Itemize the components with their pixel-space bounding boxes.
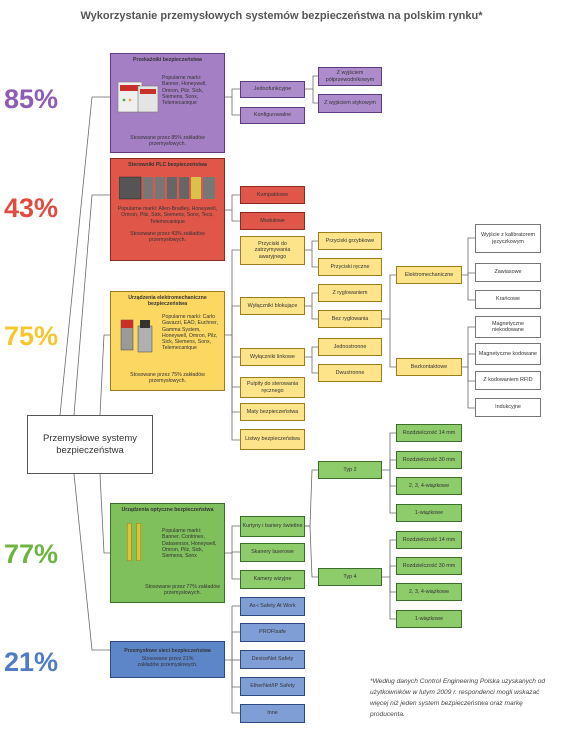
category-title: Sterowniki PLC bezpieczeństwa [128, 162, 207, 168]
node-wylaczniki-blokujace: Wyłączniki blokujące [240, 297, 305, 315]
percentage-electromechanical: 75% [4, 321, 59, 351]
node-magnetyczne-niekodowane: Magnetyczne niekodowane [475, 316, 541, 338]
node-typ4-234-wiazkowe: 2, 3, 4-wiązkowe [396, 583, 462, 601]
category-safety-plc: Sterowniki PLC bezpieczeństwa Popularne … [110, 158, 225, 261]
node-kurtyny: Kurtyny i bariery świetlne [240, 516, 305, 537]
node-przyciski-grzybkowe: Przyciski grzybkowe [318, 232, 382, 250]
category-title: Urządzenia elektromechaniczne bezpieczeń… [128, 295, 207, 308]
node-wyjscie-stykowe: Z wyjściem stykowym [318, 94, 382, 113]
category-usage: Stosowane przez 77% zakładów przemysłowy… [145, 584, 220, 597]
category-brands: Popularne marki: Carlo Gavazzi, EAO, Euc… [162, 314, 218, 352]
safety-relay-image [117, 81, 159, 113]
light-curtain-image [127, 523, 141, 561]
category-usage: Stosowane przez 21% zakładów przemysłowy… [137, 656, 198, 669]
category-optical: Urządzenia optyczne bezpieczeństwa Popul… [110, 503, 225, 603]
node-typ2-1-wiazkowe: 1-wiązkowe [396, 504, 462, 522]
category-usage: Stosowane przez 75% zakładów przemysłowy… [130, 372, 205, 385]
chart-title: Wykorzystanie przemysłowych systemów bez… [80, 10, 483, 22]
category-usage: Stosowane przez 43% zakładów przemysłowy… [130, 231, 205, 244]
node-inne: Inne [240, 704, 305, 723]
node-asi-safety: As-i Safety At Work [240, 597, 305, 616]
node-zawiasowe: Zawiasowe [475, 263, 541, 282]
node-jednofunkcyjne: Jednofunkcyjne [240, 81, 305, 98]
node-bez-ryglowania: Bez ryglowania [318, 310, 382, 328]
node-wyjscie-z-kalibratorem: Wyjście z kalibratorem języczkowym [475, 224, 541, 253]
node-profisafe: PROFIsafe [240, 623, 305, 642]
category-brands: Popularne marki: Banner, Contrinex, Data… [162, 528, 217, 560]
node-maty: Maty bezpieczeństwa [240, 403, 305, 421]
node-typ4-rozdzielczosc-30: Rozdzielczość 30 mm [396, 557, 462, 575]
node-z-ryglowaniem: Z ryglowaniem [318, 284, 382, 302]
category-title: Przekaźniki bezpieczeństwa [133, 57, 202, 63]
category-safety-relays: Przekaźniki bezpieczeństwa Popularne mar… [110, 53, 225, 153]
node-typ2-rozdzielczosc-30: Rozdzielczość 30 mm [396, 451, 462, 469]
node-rfid: Z kodowaniem RFID [475, 371, 541, 390]
node-typ2-rozdzielczosc-14: Rozdzielczość 14 mm [396, 424, 462, 442]
node-dwustronne: Dwustronne [318, 364, 382, 382]
root-node: Przemysłowe systemy bezpieczeństwa [27, 415, 153, 474]
node-indukcyjne: Indukcyjne [475, 398, 541, 417]
node-jednostronne: Jednostronne [318, 338, 382, 356]
category-electromechanical: Urządzenia elektromechaniczne bezpieczeń… [110, 291, 225, 391]
node-typ4-rozdzielczosc-14: Rozdzielczość 14 mm [396, 531, 462, 549]
percentage-networks: 21% [4, 647, 59, 677]
percentage-relays: 85% [4, 84, 59, 114]
node-kamery: Kamery wizyjne [240, 570, 305, 589]
node-typ2-234-wiazkowe: 2, 3, 4-wiązkowe [396, 477, 462, 495]
footnote: *Według danych Control Engineering Polsk… [370, 678, 546, 718]
node-typ2: Typ 2 [318, 461, 382, 479]
node-modulowe: Modułowe [240, 212, 305, 230]
category-brands: Popularne marki: Banner, Honeywell, Omro… [162, 75, 207, 107]
node-listwy: Listwy bezpieczeństwa [240, 429, 305, 450]
node-bezkontaktowe: Bezkontaktowe [396, 358, 462, 376]
electromechanical-device-image [120, 319, 153, 353]
category-usage: Stosowane przez 85% zakładów przemysłowy… [130, 135, 205, 148]
node-przyciski-zatrzymania: Przyciski do zatrzymywania awaryjnego [240, 236, 305, 265]
safety-plc-image [119, 176, 215, 200]
category-brands: Popularne marki: Allen-Bradley, Honeywel… [117, 206, 218, 225]
node-typ4: Typ 4 [318, 568, 382, 586]
node-ethernetip-safety: EtherNet/IP Safety [240, 677, 305, 696]
node-elektromechaniczne: Elektromechaniczne [396, 266, 462, 284]
node-devicenet-safety: DeviceNet Safety [240, 650, 305, 669]
node-wylaczniki-linkowe: Wyłączniki linkowe [240, 348, 305, 366]
percentage-optical: 77% [4, 539, 59, 569]
node-kompaktowe: Kompaktowe [240, 186, 305, 204]
node-magnetyczne-kodowane: Magnetyczne kodowane [475, 343, 541, 365]
node-krancowe: Krańcowe [475, 290, 541, 309]
node-skanery: Skanery laserowe [240, 543, 305, 562]
node-konfigurowalne: Konfigurowalne [240, 107, 305, 124]
category-title: Urządzenia optyczne bezpieczeństwa [121, 507, 214, 513]
category-title: Przemysłowe sieci bezpieczeństwa [124, 648, 211, 654]
node-typ4-1-wiazkowe: 1-wiązkowe [396, 610, 462, 628]
node-wyjscie-polprzewodnikowe: Z wyjściem półprzewodnikowym [318, 67, 382, 86]
category-safety-networks: Przemysłowe sieci bezpieczeństwa Stosowa… [110, 641, 225, 678]
node-przyciski-reczne: Przyciski ręczne [318, 258, 382, 276]
percentage-plc: 43% [4, 193, 59, 223]
node-pulpity: Pulpity do sterowania ręcznego [240, 377, 305, 398]
